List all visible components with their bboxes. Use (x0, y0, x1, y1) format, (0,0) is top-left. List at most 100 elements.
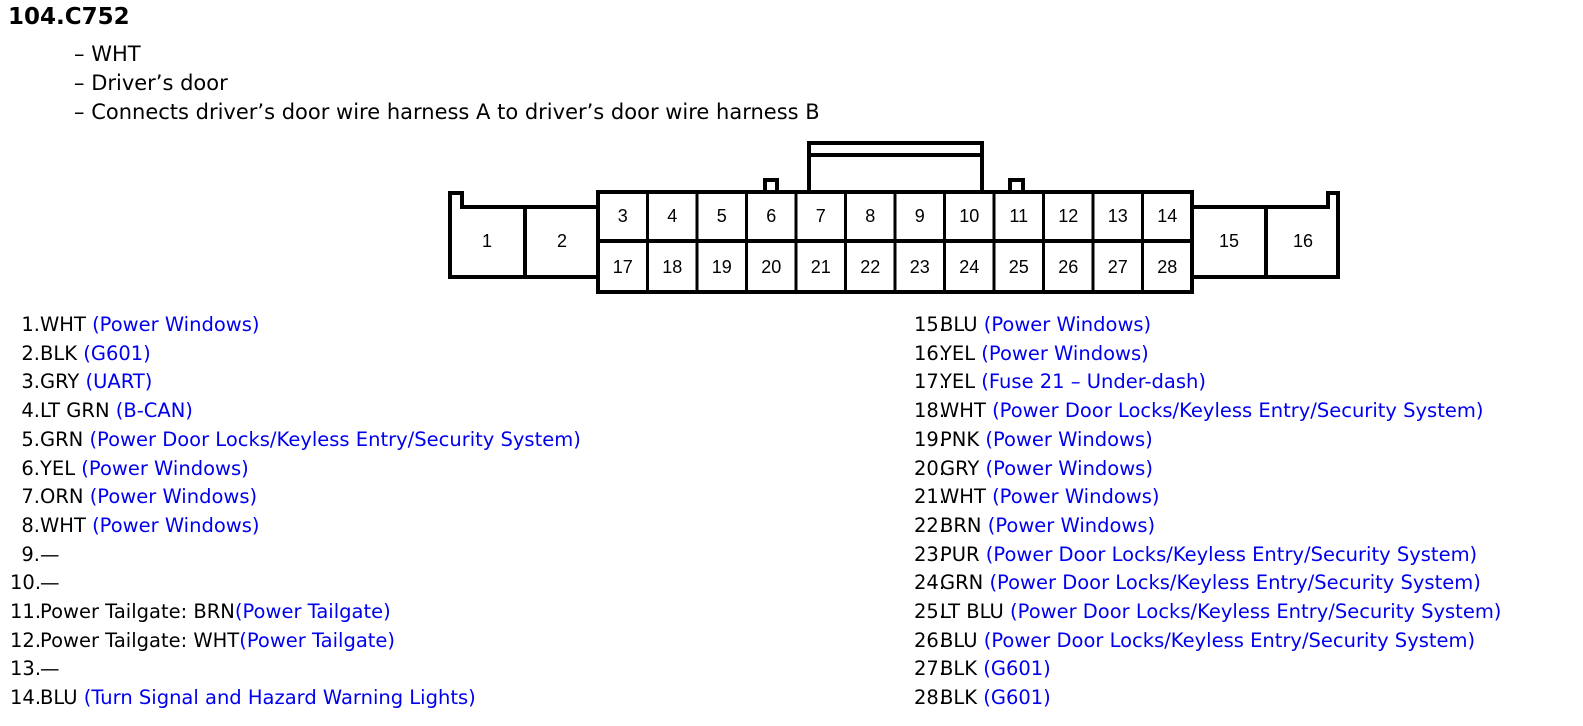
pin-label-21: 21 (811, 257, 831, 277)
pin-number: 19. (914, 427, 946, 451)
connector-latch (807, 141, 984, 192)
pin-number: 21. (914, 485, 946, 509)
wire-color: BLK (940, 686, 984, 710)
wire-color: WHT (940, 399, 993, 423)
pin-label-10: 10 (959, 206, 979, 226)
pin-number: 25. (914, 600, 946, 624)
pin-row: 24.GRN (Power Door Locks/Keyless Entry/S… (914, 569, 1501, 598)
wire-color: ORN (40, 485, 90, 509)
circuit-link[interactable]: (Power Windows) (92, 513, 260, 537)
circuit-link[interactable]: (Power Windows) (992, 485, 1160, 509)
pin-label-13: 13 (1108, 206, 1128, 226)
circuit-link[interactable]: (Fuse 21 – Under-dash) (981, 370, 1206, 394)
circuit-link[interactable]: (Power Door Locks/Keyless Entry/Security… (989, 571, 1481, 595)
pin-label-14: 14 (1157, 206, 1177, 226)
circuit-link[interactable]: (Power Windows) (981, 341, 1149, 365)
connector-location: Driver’s door (74, 69, 820, 98)
circuit-link[interactable]: (Power Door Locks/Keyless Entry/Security… (89, 427, 581, 451)
circuit-link[interactable]: (Power Windows) (985, 456, 1153, 480)
circuit-link[interactable]: (Power Windows) (983, 313, 1152, 336)
wire-color: BLK (940, 657, 984, 681)
circuit-link[interactable]: (Power Door Locks/Keyless Entry/Security… (985, 542, 1478, 566)
circuit-link[interactable]: (G601) (83, 341, 151, 365)
wire-color: BLU (40, 686, 84, 710)
circuit-link[interactable]: (Power Door Locks/Keyless Entry/Security… (983, 628, 1476, 652)
pin-number: 3. (21, 370, 40, 394)
pin-number: 4. (21, 399, 40, 423)
circuit-link[interactable]: (B-CAN) (115, 399, 193, 423)
pin-label-20: 20 (761, 257, 781, 277)
pin-number: 24. (914, 571, 946, 595)
wire-color: PNK (940, 427, 986, 451)
circuit-link[interactable]: (Power Windows) (92, 313, 260, 336)
pin-label-15: 15 (1219, 231, 1239, 251)
pin-label-16: 16 (1293, 231, 1313, 251)
pin-label-27: 27 (1108, 257, 1128, 277)
pin-number: 12. (10, 628, 42, 652)
wire-color: Power Tailgate: BRN (40, 600, 235, 624)
pin-number: 1. (21, 313, 40, 336)
wire-color: LT GRN (40, 399, 116, 423)
pin-row: 16.YEL (Power Windows) (914, 340, 1501, 369)
circuit-link[interactable]: (G601) (983, 686, 1051, 710)
pin-number: 23. (914, 542, 946, 566)
circuit-link[interactable]: (Power Door Locks/Keyless Entry/Security… (992, 399, 1484, 423)
pin-row: 19.PNK (Power Windows) (914, 426, 1501, 455)
pin-list-left: 1.WHT (Power Windows) 2.BLK (G601) 3.GRY… (10, 311, 581, 713)
pin-list-right: 15.BLU (Power Windows) 16.YEL (Power Win… (914, 311, 1501, 713)
pin-row: 18.WHT (Power Door Locks/Keyless Entry/S… (914, 397, 1501, 426)
wire-color: WHT (40, 313, 93, 336)
pin-number: 27. (914, 657, 946, 681)
wire-color: GRN (40, 427, 90, 451)
wire-color: LT BLU (940, 600, 1011, 624)
pin-label-5: 5 (717, 206, 727, 226)
pin-label-28: 28 (1157, 257, 1177, 277)
wire-color: — (40, 571, 60, 595)
pin-number: 16. (914, 341, 946, 365)
pin-label-26: 26 (1058, 257, 1078, 277)
wire-color: BLU (940, 628, 984, 652)
pin-number: 17. (914, 370, 946, 394)
pin-number: 20. (914, 456, 946, 480)
wire-color: YEL (940, 341, 982, 365)
pin-number: 13. (10, 657, 42, 681)
pin-label-7: 7 (816, 206, 826, 226)
pin-label-1: 1 (482, 231, 492, 251)
circuit-link[interactable]: (UART) (85, 370, 153, 394)
connector-details: WHT Driver’s door Connects driver’s door… (74, 40, 820, 127)
pin-row: 17.YEL (Fuse 21 – Under-dash) (914, 368, 1501, 397)
circuit-link[interactable]: (Power Windows) (81, 456, 249, 480)
pin-label-18: 18 (662, 257, 682, 277)
pin-label-3: 3 (618, 206, 628, 226)
pin-row: 1.WHT (Power Windows) (10, 311, 581, 340)
pin-number: 6. (21, 456, 40, 480)
pin-label-25: 25 (1009, 257, 1029, 277)
circuit-link[interactable]: (G601) (983, 657, 1051, 681)
pin-label-4: 4 (667, 206, 677, 226)
circuit-link[interactable]: (Power Windows) (89, 485, 258, 509)
pin-row: 8.WHT (Power Windows) (10, 512, 581, 541)
pin-label-9: 9 (915, 206, 925, 226)
wire-color: GRY (40, 370, 86, 394)
pin-number: 5. (21, 427, 40, 451)
circuit-link[interactable]: (Turn Signal and Hazard Warning Lights) (83, 686, 476, 710)
circuit-link[interactable]: (Power Door Locks/Keyless Entry/Security… (1010, 600, 1502, 624)
pin-label-8: 8 (865, 206, 875, 226)
pin-row: 25.LT BLU (Power Door Locks/Keyless Entr… (914, 598, 1501, 627)
connector-color: WHT (74, 40, 820, 69)
pin-number: 2. (21, 341, 40, 365)
circuit-link[interactable]: (Power Windows) (987, 513, 1156, 537)
pin-number: 28. (914, 686, 946, 710)
pin-row: 13.— (10, 655, 581, 684)
circuit-link[interactable]: (Power Windows) (985, 427, 1153, 451)
pin-label-22: 22 (860, 257, 880, 277)
pin-label-11: 11 (1009, 206, 1028, 226)
wire-color: GRN (940, 571, 990, 595)
wire-color: Power Tailgate: WHT (40, 628, 240, 652)
wire-color: — (40, 542, 60, 566)
circuit-link[interactable]: (Power Tailgate) (234, 600, 391, 624)
pin-number: 11. (10, 600, 42, 624)
pin-row: 2.BLK (G601) (10, 340, 581, 369)
circuit-link[interactable]: (Power Tailgate) (239, 628, 396, 652)
pin-row: 3.GRY (UART) (10, 368, 581, 397)
